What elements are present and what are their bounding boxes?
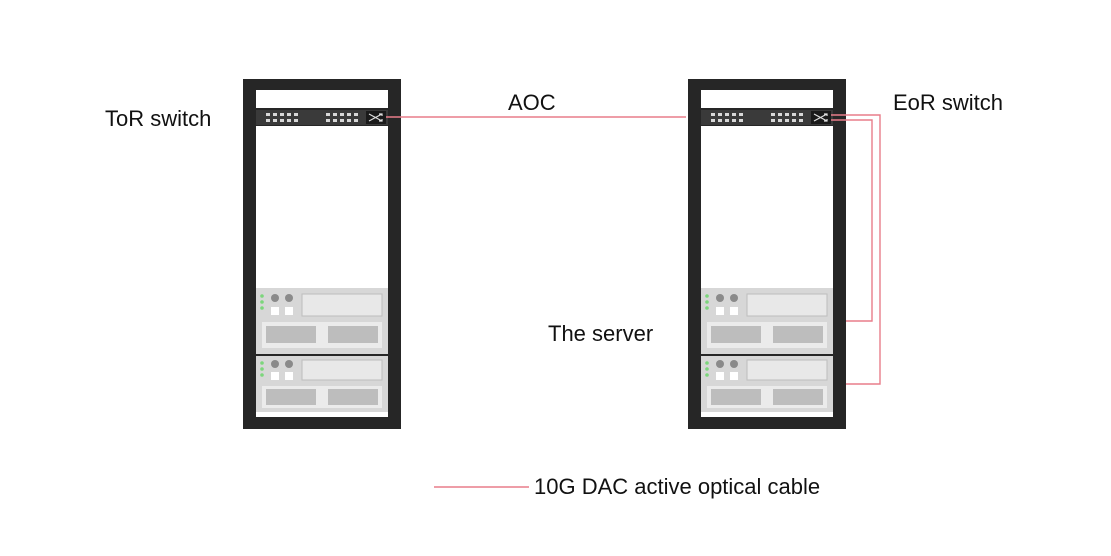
eor-switch-label: EoR switch [893,90,1004,115]
eor-switch-unit [701,110,833,125]
aoc-label: AOC [508,90,556,115]
server-label: The server [548,321,654,346]
tor-switch-label: ToR switch [105,106,212,131]
server-left-2 [256,356,388,412]
cable-eor-to-server-1 [831,119,873,322]
switch-symbol-icon [811,111,831,124]
server-left-1 [256,288,388,354]
server-right-1 [701,288,833,354]
rack-right [688,79,846,429]
switch-symbol-icon [366,111,386,124]
rack-left [243,79,401,429]
tor-switch-unit [256,110,388,125]
cables [386,114,881,488]
server-right-2 [701,356,833,412]
legend-text: 10G DAC active optical cable [534,474,821,499]
cable-eor-to-server-2 [831,114,881,385]
